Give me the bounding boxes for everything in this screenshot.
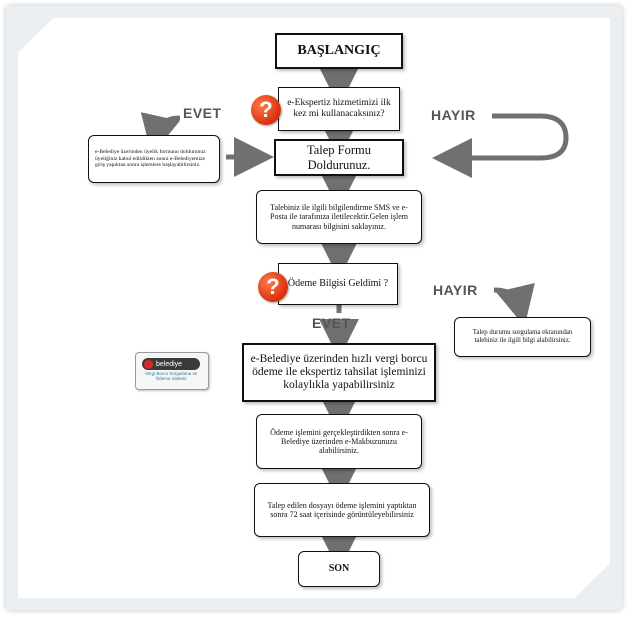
logo-dot-icon — [144, 359, 153, 369]
arrow-evet-curve — [140, 112, 181, 156]
end-node: SON — [298, 551, 380, 587]
question-payment: Ödeme Bilgisi Geldimi ? — [278, 263, 398, 305]
label-hayir-1: HAYIR — [431, 107, 476, 123]
payment-node: e-Belediye üzerinden hızlı vergi borcu ö… — [242, 343, 436, 402]
arrow-hayir-curve — [493, 282, 535, 327]
note-status-query: Talep durumu sorgulama ekranından talebi… — [454, 317, 591, 357]
receipt-node: Ödeme işlemini gerçekleştirdikten sonra … — [256, 414, 422, 469]
arrow-hayir-loop — [432, 113, 569, 178]
question-mark-icon-2: ? — [258, 272, 288, 302]
fill-form-node: Talep Formu Doldurunuz. — [274, 139, 404, 176]
label-evet-1: EVET — [183, 105, 222, 121]
note-register: e-Belediye üzerinden üyelik formunu dold… — [88, 135, 220, 183]
question-first-use: e-Ekspertiz hizmetimizi ilk kez mi kulla… — [278, 87, 400, 131]
label-evet-2: EVET — [312, 315, 351, 331]
question-mark-icon: ? — [251, 95, 281, 125]
logo-subtitle: Vergi Borcu Sorgulama ve Ödeme Sistemi — [144, 371, 198, 381]
logo-bar: belediye — [142, 358, 200, 370]
label-hayir-2: HAYIR — [433, 282, 478, 298]
view-file-node: Talep edilen dosyayı ödeme işlemini yapt… — [254, 483, 430, 537]
belediye-logo: belediye Vergi Borcu Sorgulama ve Ödeme … — [135, 352, 209, 390]
info-sms-node: Talebiniz ile ilgili bilgilendirme SMS v… — [256, 190, 422, 244]
start-node: BAŞLANGIÇ — [275, 33, 403, 69]
logo-name: belediye — [156, 360, 183, 368]
